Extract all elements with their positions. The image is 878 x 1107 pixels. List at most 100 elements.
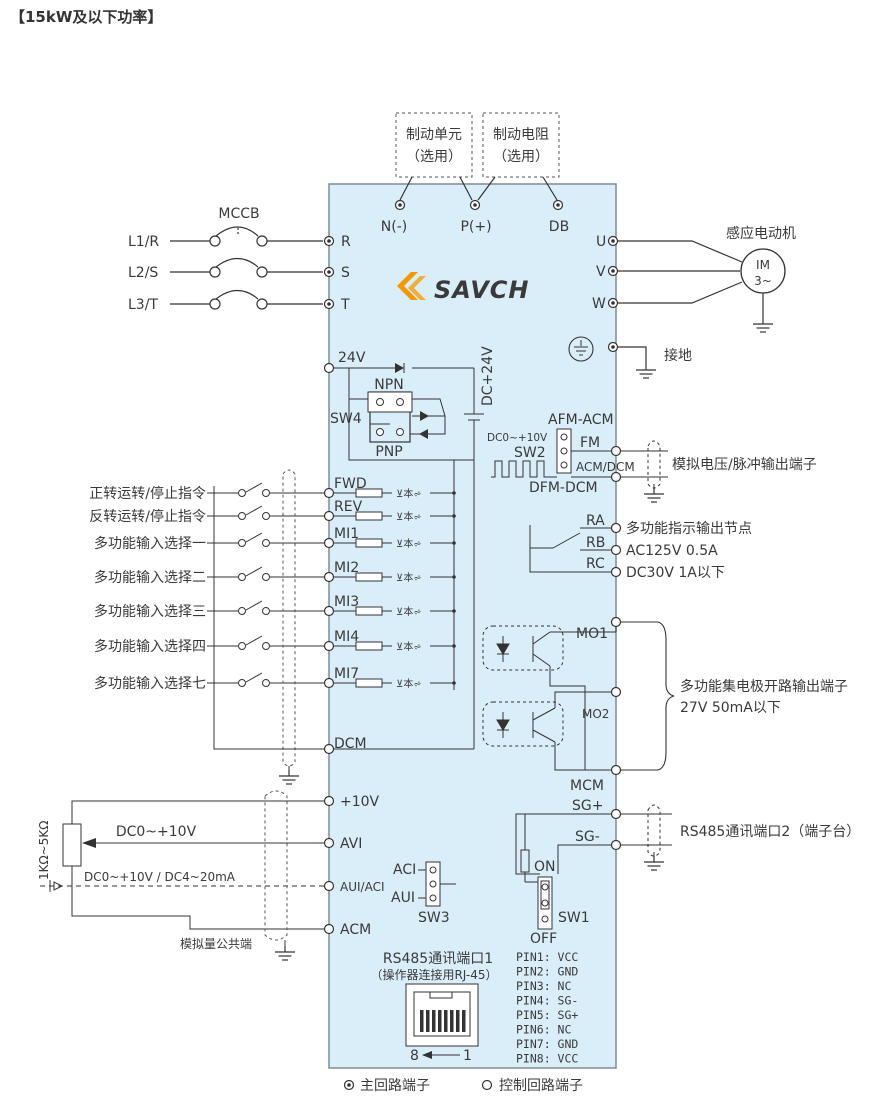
label-mi7: MI7 [334, 666, 359, 682]
label-sw3: SW3 [418, 910, 450, 926]
motor-title: 感应电动机 [726, 225, 796, 242]
svg-text:（选用）: （选用） [493, 149, 549, 165]
motor-icon [740, 248, 786, 294]
input-label: 多功能输入选择二 [94, 569, 206, 586]
digital-inputs: 正转运转/停止指令FWD⊻本⩫反转运转/停止指令REV⊻本⩫多功能输入选择一MI… [89, 476, 456, 692]
terminal-acm [323, 923, 335, 935]
label-10v: +10V [340, 794, 380, 810]
label-on: ON [534, 859, 556, 875]
terminal-avi [323, 837, 335, 849]
svg-text:制动电阻: 制动电阻 [493, 127, 549, 143]
motor-im: IM [756, 258, 770, 272]
mccb-label: MCCB [218, 206, 259, 222]
line-l1: L1/R [128, 234, 159, 250]
terminal-acm-dcm [610, 471, 622, 483]
mo-brace [621, 621, 675, 771]
optocoupler-icon: ⊻本⩫ [396, 487, 422, 500]
label-off: OFF [530, 931, 557, 947]
label-dcm: DCM [334, 736, 367, 752]
terminal-fwd [323, 487, 335, 499]
rs485-port2-label: RS485通讯端口2（端子台） [680, 824, 860, 840]
motor-phase: 3~ [754, 274, 772, 288]
relay-label-3: DC30V 1A以下 [626, 565, 725, 581]
optocoupler-icon: ⊻本⩫ [396, 677, 422, 690]
rs485-ground-icon [643, 855, 665, 871]
mccb-breaker [170, 226, 323, 305]
label-rc: RC [586, 556, 605, 572]
savch-logo: SAVCH [397, 272, 529, 304]
label-db: DB [549, 219, 569, 235]
label-fwd: FWD [334, 476, 367, 492]
terminal-mo2 [610, 686, 622, 698]
terminal-t [323, 298, 335, 310]
shield-ground-icon [278, 769, 300, 785]
label-dc24v: DC+24V [480, 346, 496, 406]
label-aci: ACI [393, 862, 416, 878]
pin-item: PIN6: NC [516, 1023, 571, 1037]
terminal-w [607, 297, 619, 309]
optocoupler-icon: ⊻本⩫ [396, 537, 422, 550]
pin-1-label: 1 [463, 1048, 472, 1064]
mo-optocouplers [482, 625, 616, 771]
label-avi: AVI [340, 836, 362, 852]
common-label: 模拟量公共端 [180, 937, 252, 951]
label-sw2: SW2 [514, 445, 546, 461]
terminal-v [607, 265, 619, 277]
pin-item: PIN2: GND [516, 965, 578, 979]
terminal-mi3 [323, 605, 335, 617]
label-fm: FM [580, 435, 600, 451]
terminal-24v [323, 362, 335, 374]
relay-label-1: 多功能指示输出节点 [626, 520, 752, 537]
terminal-rb [610, 544, 622, 556]
terminal-rc [610, 566, 622, 578]
rs485-port1-title: RS485通讯端口1 [383, 951, 493, 967]
terminal-s [323, 266, 335, 278]
braking-unit-box: 制动单元 （选用） [395, 112, 473, 178]
terminal-u [607, 235, 619, 247]
terminal-rev [323, 510, 335, 522]
label-aui-aci: AUI/ACI [340, 880, 385, 894]
terminal-mcm [610, 764, 622, 776]
wiper-arrow-icon [82, 838, 96, 848]
pin-item: PIN8: VCC [516, 1052, 578, 1066]
optocoupler-icon: ⊻本⩫ [396, 571, 422, 584]
label-p: P(+) [460, 219, 491, 235]
terminal-10v [323, 795, 335, 807]
pot-label: 1KΩ~5KΩ [37, 821, 51, 880]
relay-label-2: AC125V 0.5A [626, 543, 718, 559]
label-mi3: MI3 [334, 594, 359, 610]
label-sw1: SW1 [558, 910, 590, 926]
label-ra: RA [586, 513, 605, 529]
terminal-db [552, 199, 564, 211]
input-label: 多功能输入选择三 [94, 603, 206, 620]
rj45-port-icon [405, 983, 479, 1047]
terminal-n [394, 199, 406, 211]
label-r: R [341, 234, 351, 250]
input-label: 正转运转/停止指令 [89, 485, 206, 502]
afm-ground-icon [643, 487, 665, 503]
label-rb: RB [586, 535, 605, 551]
label-npn: NPN [374, 377, 403, 393]
pin-item: PIN4: SG- [516, 994, 578, 1008]
ground-symbol-icon [568, 336, 594, 362]
label-mo2: MO2 [582, 707, 609, 721]
legend-control: 控制回路端子 [499, 1078, 583, 1094]
terminal-ground [607, 341, 619, 353]
label-mi4: MI4 [334, 629, 359, 645]
terminal-sg-minus [610, 839, 622, 851]
label-s: S [341, 265, 350, 281]
label-pnp: PNP [375, 444, 402, 460]
terminal-aui-aci [323, 880, 335, 892]
pin-item: PIN5: SG+ [516, 1008, 578, 1022]
terminal-fm [610, 445, 622, 457]
terminal-mi7 [323, 677, 335, 689]
pin-item: PIN7: GND [516, 1037, 578, 1051]
terminal-p [469, 199, 481, 211]
terminal-mi2 [323, 571, 335, 583]
pin-arrow-icon [422, 1051, 432, 1059]
optocoupler-icon: ⊻本⩫ [396, 605, 422, 618]
label-dc010v: DC0~+10V [487, 432, 548, 444]
